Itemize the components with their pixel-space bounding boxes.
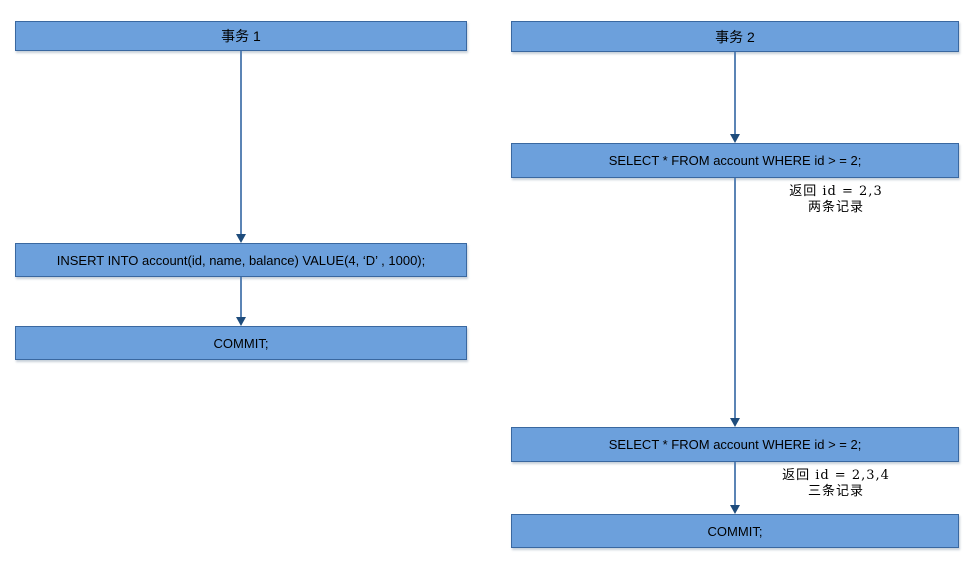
arrowhead-icon — [730, 134, 740, 143]
arrowhead-icon — [730, 505, 740, 514]
flow-arrow-t2-select1-to-select2 — [730, 178, 740, 427]
flow-arrow-t1-insert-to-commit — [236, 277, 246, 326]
flow-arrow-t2-header-to-select1 — [730, 52, 740, 143]
arrow-line — [734, 178, 736, 418]
arrow-line — [240, 51, 242, 234]
transaction2-select1-step: SELECT * FROM account WHERE id > = 2; — [511, 143, 959, 178]
annotation-line2: 两条记录 — [807, 200, 864, 215]
arrowhead-icon — [236, 234, 246, 243]
arrow-line — [734, 52, 736, 134]
transaction1-commit-step: COMMIT; — [15, 326, 467, 360]
transaction2-header: 事务 2 — [511, 21, 959, 52]
annotation-second-select-result: 返回 id = 2,3,4 三条记录 — [756, 468, 916, 500]
annotation-first-select-result: 返回 id = 2,3 两条记录 — [756, 184, 916, 216]
arrow-line — [240, 277, 242, 317]
transaction2-select2-step: SELECT * FROM account WHERE id > = 2; — [511, 427, 959, 462]
arrowhead-icon — [730, 418, 740, 427]
transaction2-commit-step: COMMIT; — [511, 514, 959, 548]
flow-arrow-t1-header-to-insert — [236, 51, 246, 243]
arrow-line — [734, 462, 736, 505]
arrowhead-icon — [236, 317, 246, 326]
transaction1-insert-step: INSERT INTO account(id, name, balance) V… — [15, 243, 467, 277]
flow-arrow-t2-select2-to-commit — [730, 462, 740, 514]
annotation-line1: 返回 id = 2,3,4 — [782, 468, 890, 483]
annotation-line1: 返回 id = 2,3 — [789, 184, 883, 199]
transaction1-header: 事务 1 — [15, 21, 467, 51]
annotation-line2: 三条记录 — [807, 484, 864, 499]
